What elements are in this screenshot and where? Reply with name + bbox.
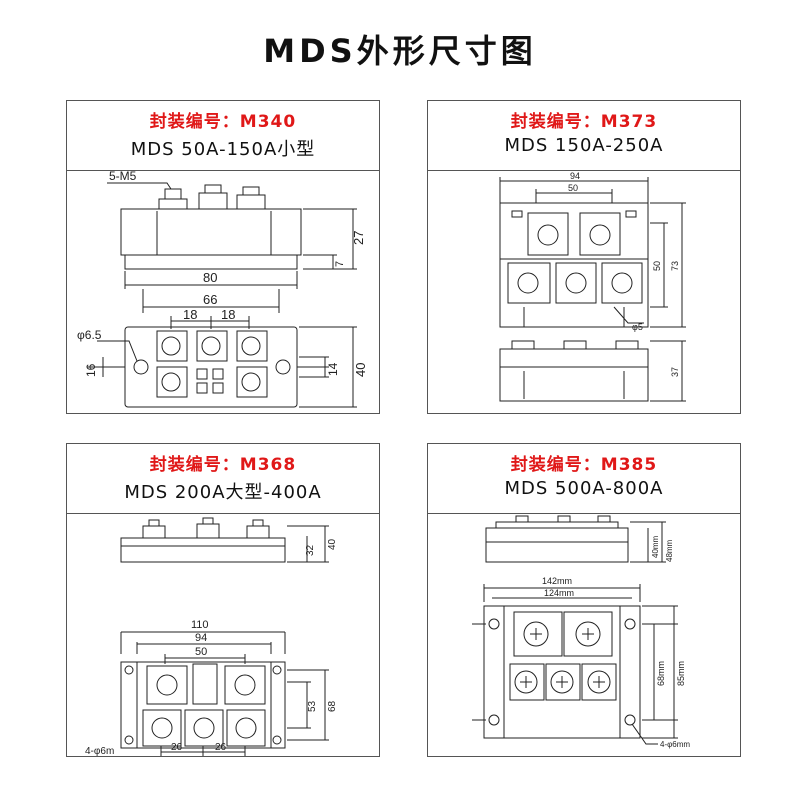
dimension-drawing: 5-M5 27 7 80 66 18 18 φ6.5 16 14 40 (77, 171, 368, 408)
dim-height: 48mm (665, 539, 674, 562)
dim-terminal-span: 50 (568, 183, 578, 193)
dim-hole-pitch: 94 (195, 632, 207, 644)
dim-pitch-1: 26 (171, 742, 183, 753)
dim-length: 94 (570, 171, 580, 181)
dim-hole-offset: 16 (84, 363, 98, 377)
dim-holes: 4-φ6m (85, 746, 114, 756)
package-code: 封装编号：M385 (510, 455, 658, 475)
module-body-side (499, 348, 649, 402)
dim-height: 40 (327, 538, 338, 550)
dimension-drawing: 94 50 50 73 φ5 37 (499, 171, 686, 402)
module-body-side (120, 537, 286, 563)
module-body-top (124, 326, 298, 408)
dim-width: 73 (670, 261, 680, 271)
panel-m373: 封装编号：M373 MDS 150A-250A (427, 100, 741, 414)
dim-length: 110 (191, 619, 209, 631)
dim-hole-dia: φ6.5 (77, 328, 102, 342)
dim-terminal-pitch-1: 18 (183, 307, 197, 322)
dim-holes: 4-φ6mm (660, 740, 690, 749)
dimension-drawing: 40mm 48mm 142mm 124mm 68mm 85mm 4-φ6mm (472, 515, 690, 749)
model-range: MDS 150A-250A (504, 135, 664, 156)
module-body-side (120, 208, 302, 256)
dim-width: 85mm (676, 661, 686, 686)
module-body-top (483, 605, 641, 739)
dim-hole-dia: φ5 (632, 322, 643, 332)
dim-hole-pitch: 50 (652, 261, 662, 271)
panel-header: 封装编号：M340 MDS 50A-150A小型 (67, 101, 379, 171)
dimension-drawing: 32 40 110 94 50 53 68 4-φ6m 26 26 (85, 517, 338, 756)
dim-height-body: 32 (305, 544, 316, 556)
dim-hole-height: 14 (326, 362, 340, 376)
panel-header: 封装编号：M373 MDS 150A-250A (428, 101, 740, 171)
dim-height: 27 (351, 231, 366, 245)
package-code: 封装编号：M368 (149, 455, 297, 475)
dim-pitch-2: 26 (215, 742, 227, 753)
dim-hole-pitch: 66 (203, 292, 217, 307)
model-range: MDS 500A-800A (504, 478, 664, 499)
module-body-side (485, 527, 629, 563)
panel-m368: 封装编号：M368 MDS 200A大型-400A (66, 443, 380, 757)
mount-hole-left (133, 359, 149, 375)
dim-base: 7 (334, 261, 346, 267)
model-range: MDS 50A-150A小型 (130, 139, 316, 160)
module-base-side (124, 254, 298, 270)
module-body-top (120, 661, 286, 749)
dim-width: 40 (353, 363, 368, 377)
package-code: 封装编号：M340 (149, 112, 297, 132)
dim-height: 37 (670, 367, 680, 377)
dim-screw: 5-M5 (109, 171, 137, 183)
panel-header: 封装编号：M385 MDS 500A-800A (428, 444, 740, 514)
dim-width: 68 (327, 700, 338, 712)
panel-m340: 封装编号：M340 MDS 50A-150A小型 (66, 100, 380, 414)
mount-hole-right (275, 359, 291, 375)
page-title: MDS外形尺寸图 (263, 32, 537, 70)
module-body-top (499, 202, 649, 328)
dim-length: 142mm (542, 576, 572, 586)
panel-header: 封装编号：M368 MDS 200A大型-400A (67, 444, 379, 514)
dim-height-body: 40mm (651, 535, 660, 558)
dim-length: 80 (203, 270, 217, 285)
model-range: MDS 200A大型-400A (124, 482, 322, 503)
dim-terminal-pitch-2: 18 (221, 307, 235, 322)
panel-m385: 封装编号：M385 MDS 500A-800A (427, 443, 741, 757)
dim-terminal-pitch: 53 (307, 700, 318, 712)
dim-terminal-span: 50 (195, 646, 207, 658)
package-code: 封装编号：M373 (510, 112, 658, 132)
dim-hole-pitch: 124mm (544, 588, 574, 598)
dim-hole-span: 68mm (656, 661, 666, 686)
